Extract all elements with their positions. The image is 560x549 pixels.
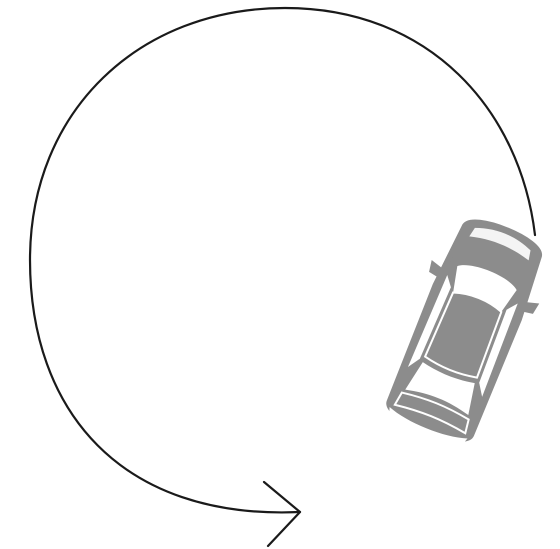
car-top-view-icon (370, 208, 560, 455)
arrow-head-icon (264, 482, 300, 546)
